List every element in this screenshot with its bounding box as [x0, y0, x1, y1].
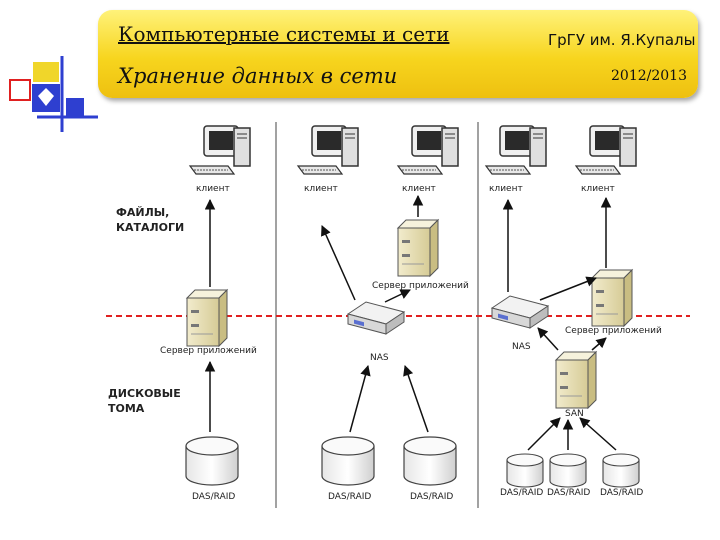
san-label: SAN [565, 409, 584, 419]
das-raid-label: DAS/RAID [192, 492, 236, 502]
client-label: клиент [402, 184, 436, 194]
academic-year: 2012/2013 [611, 68, 687, 84]
disk-volumes-label: ДИСКОВЫЕ ТОМА [108, 386, 181, 416]
das-raid-label: DAS/RAID [410, 492, 454, 502]
page-subtitle: Хранение данных в сети [118, 64, 398, 88]
app-server-label: Сервер приложений [160, 346, 257, 356]
nas-label: NAS [370, 353, 389, 363]
files-label-line1: ФАЙЛЫ, [116, 206, 170, 219]
files-label-line2: КАТАЛОГИ [116, 221, 185, 234]
das-raid-label: DAS/RAID [328, 492, 372, 502]
university-name: ГрГУ им. Я.Купалы [548, 31, 696, 49]
client-label: клиент [196, 184, 230, 194]
das-raid-label: DAS/RAID [600, 488, 644, 498]
disk-label-line1: ДИСКОВЫЕ [108, 387, 181, 400]
client-label: клиент [304, 184, 338, 194]
header-banner [98, 10, 698, 98]
disk-label-line2: ТОМА [108, 402, 145, 415]
das-raid-label: DAS/RAID [500, 488, 544, 498]
client-label: клиент [581, 184, 615, 194]
client-label: клиент [489, 184, 523, 194]
das-raid-label: DAS/RAID [547, 488, 591, 498]
app-server-label: Сервер приложений [372, 281, 469, 291]
app-server-label: Сервер приложений [565, 326, 662, 336]
nas-label: NAS [512, 342, 531, 352]
university-logo [9, 56, 98, 132]
page-title: Компьютерные системы и сети [118, 22, 450, 46]
files-label: ФАЙЛЫ, КАТАЛОГИ [116, 205, 184, 235]
